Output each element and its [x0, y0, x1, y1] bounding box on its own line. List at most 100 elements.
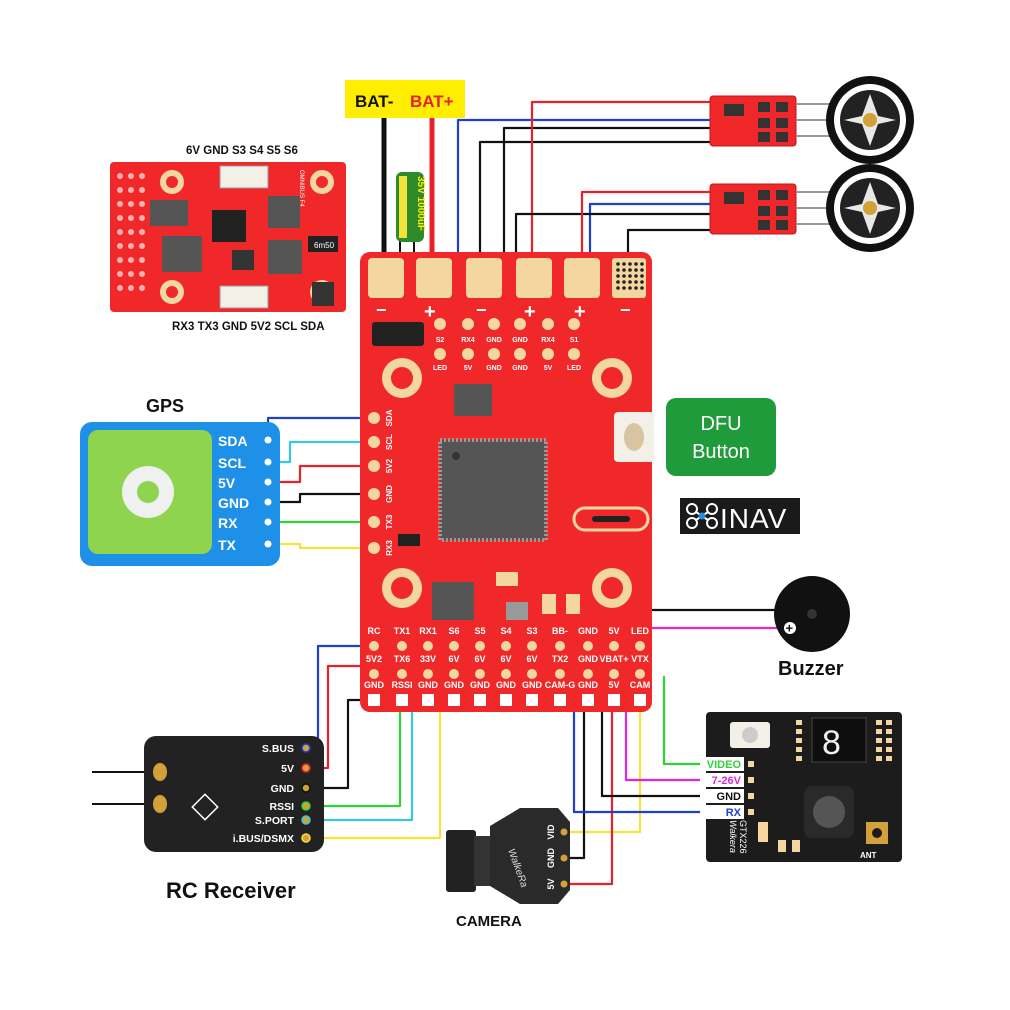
fc-left-pad	[368, 516, 380, 528]
fc-bottom-pad-label: 6V	[500, 654, 511, 664]
fc-bottom-pad	[422, 694, 434, 706]
vtx-pin-bg	[700, 757, 744, 771]
fc-bottom-pad-label: TX6	[394, 654, 411, 664]
power-distribution-board: 6V GND S3 S4 S5 S6 6m50 OMNIBUS F4 RX3 T…	[110, 145, 346, 333]
fc-top-pad-label: S2	[436, 337, 445, 344]
fc-bottom-pad	[583, 641, 593, 651]
fc-bottom-pad	[635, 641, 645, 651]
camera-pin-label: 5V	[546, 878, 556, 889]
cam-gnd-wire	[564, 700, 586, 860]
fc-bottom-pad	[583, 669, 593, 679]
gps-5v-wire	[268, 464, 374, 484]
fc-top-pad-label: 5V	[544, 365, 553, 372]
rc-pin	[301, 833, 311, 843]
pdb-bottom-pins: RX3 TX3 GND 5V2 SCL SDA	[172, 321, 325, 333]
fc-left-pad-label: GND	[385, 485, 394, 503]
fc-bottom-pad	[368, 694, 380, 706]
fc-top-pad-label: S1	[570, 337, 579, 344]
fc-bottom-pad-label: GND	[578, 626, 599, 636]
rc-pin-label: i.BUS/DSMX	[233, 833, 294, 845]
fc-minus-2: −	[476, 300, 487, 320]
fc-bottom-pad-label: S5	[474, 626, 485, 636]
dfu-label-2: Button	[692, 441, 750, 463]
fc-left-pad	[368, 412, 380, 424]
fc-left-pad	[368, 436, 380, 448]
fc-left-pad-label: RX3	[385, 540, 394, 556]
fc-top-pad-label: 5V	[464, 365, 473, 372]
rc-ibus-wire	[306, 700, 442, 840]
esc2-pos-wire	[580, 190, 712, 268]
esc1-gnd2-wire	[478, 140, 712, 268]
fc-bottom-pad-label: TX1	[394, 626, 411, 636]
rc-pin-label: 5V	[281, 763, 294, 775]
fc-top-pad	[434, 348, 446, 360]
gps-scl-wire	[268, 440, 374, 464]
vtx-pin	[748, 777, 754, 783]
camera-pin	[560, 828, 568, 836]
fc-top-pad-label: LED	[567, 365, 581, 372]
gps-pin-label: SCL	[218, 455, 246, 471]
fc-bottom-pad-label: 5V	[608, 680, 619, 690]
fc-bottom-pad-label: 6V	[448, 654, 459, 664]
fc-bottom-pad	[449, 641, 459, 651]
fc-bottom-pad-label: VTX	[631, 654, 649, 664]
fc-bottom-pad	[423, 641, 433, 651]
inav-logo: INAV	[680, 498, 800, 534]
gps-pin-label: RX	[218, 515, 238, 531]
gps-pin	[264, 458, 272, 466]
fc-bottom-pad-label: GND	[444, 680, 465, 690]
fc-bottom-pad	[608, 694, 620, 706]
camera-pin	[560, 880, 568, 888]
fc-bottom-pad	[448, 694, 460, 706]
gps-pin	[264, 478, 272, 486]
camera-label: CAMERA	[456, 913, 522, 930]
fc-bottom-pad-label: GND	[470, 680, 491, 690]
fc-bottom-pad	[609, 641, 619, 651]
pdb-top-pins: 6V GND S3 S4 S5 S6	[186, 145, 298, 157]
vtx-pin	[748, 793, 754, 799]
fc-bottom-pad	[475, 669, 485, 679]
vtx-pin-label: 7-26V	[712, 775, 742, 787]
fc-bottom-pad-label: 5V2	[366, 654, 382, 664]
fc-bottom-pad-label: 33V	[420, 654, 436, 664]
fc-left-pad	[368, 488, 380, 500]
vtx-brand: Walkera	[728, 820, 738, 853]
fc-bottom-pad	[582, 694, 594, 706]
gps-pin-label: SDA	[218, 433, 248, 449]
fc-top-pad-label: GND	[486, 365, 502, 372]
fc-plus-2: +	[524, 301, 536, 323]
fc-bottom-pad-label: RSSI	[391, 680, 412, 690]
fc-top-pad-label: LED	[433, 365, 447, 372]
rc-title: RC Receiver	[166, 878, 296, 903]
esc-1	[709, 95, 832, 147]
fc-bottom-pad-label: LED	[631, 626, 650, 636]
fc-top-pad	[542, 348, 554, 360]
fc-left-pad-label: SCL	[385, 434, 394, 450]
gps-pin	[264, 540, 272, 548]
fc-bottom-pad	[634, 694, 646, 706]
fc-bottom-pad	[397, 669, 407, 679]
fc-bottom-pad	[527, 641, 537, 651]
fc-top-pad	[568, 348, 580, 360]
fc-top-pad-label: RX4	[461, 337, 475, 344]
rc-pin	[301, 763, 311, 773]
fc-bottom-pad-label: S6	[448, 626, 459, 636]
vtx-ant: ANT	[860, 851, 877, 860]
vtx-pin-label: GND	[717, 791, 742, 803]
fc-left-pad-label: 5V2	[385, 458, 394, 473]
fc-bottom-pad-label: RX1	[419, 626, 437, 636]
vtx-rx-wire	[572, 676, 704, 814]
fc-top-pad-label: GND	[512, 337, 528, 344]
vtx-pin	[748, 809, 754, 815]
fc-bottom-pad	[554, 694, 566, 706]
fc-bottom-pad	[555, 669, 565, 679]
camera-pin-label: GND	[546, 848, 556, 869]
fc-bottom-pad-label: GND	[578, 680, 599, 690]
inav-drone-icon	[686, 503, 718, 529]
fc-bottom-pad	[475, 641, 485, 651]
fc-top-pad	[462, 318, 474, 330]
rc-rssi-wire	[306, 700, 402, 808]
cam-5v-wire	[564, 700, 614, 886]
